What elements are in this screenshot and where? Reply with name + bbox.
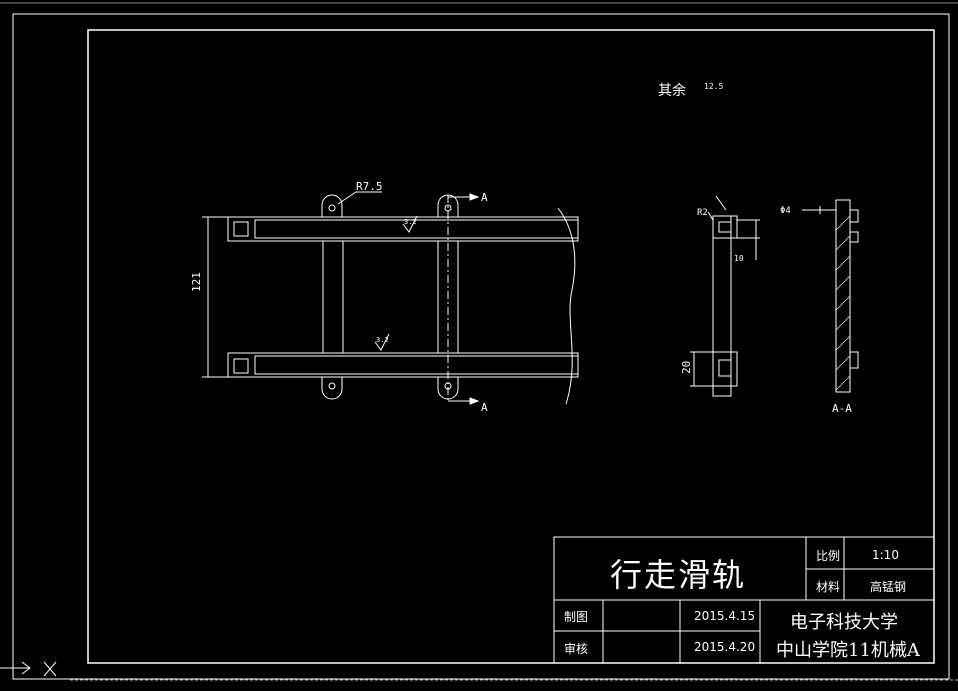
school-line-2: 中山学院11机械A	[776, 640, 920, 661]
section-label: A-A	[832, 402, 852, 415]
material-value: 高锰钢	[870, 580, 907, 594]
small-height-dimension: 20	[680, 360, 693, 374]
checked-date: 2015.4.20	[694, 640, 756, 654]
ten-dimension: 10	[734, 254, 744, 263]
material-label: 材料	[816, 580, 841, 594]
r2-dimension: R2	[697, 208, 708, 218]
drawn-date: 2015.4.15	[694, 609, 756, 623]
height-dimension: 121	[190, 272, 203, 292]
checked-label: 审核	[564, 642, 589, 656]
surface-note-symbol: 12.5	[704, 82, 724, 91]
outer-frame	[12, 13, 950, 680]
radius-dimension: R7.5	[356, 180, 383, 193]
part-name: 行走滑轨	[610, 556, 747, 594]
title-block-frame	[553, 536, 935, 664]
roughness-mark-top: 3.2	[404, 218, 417, 226]
surface-note: 其余	[658, 83, 686, 99]
phi-dimension: Φ4	[780, 206, 791, 216]
inner-border	[87, 29, 935, 664]
scale-label: 比例	[816, 549, 841, 563]
section-a-a-view	[802, 199, 859, 393]
scale-value: 1:10	[872, 548, 899, 562]
rail-plan-view	[202, 191, 579, 405]
drawn-label: 制图	[564, 610, 589, 624]
rail-side-view	[690, 195, 760, 397]
roughness-mark-bottom: 3.2	[376, 336, 389, 344]
ucs-axis-icon	[0, 661, 958, 681]
section-mark-bottom: A	[481, 401, 488, 414]
school-line-1: 电子科技大学	[790, 612, 898, 633]
section-mark-top: A	[481, 191, 488, 204]
